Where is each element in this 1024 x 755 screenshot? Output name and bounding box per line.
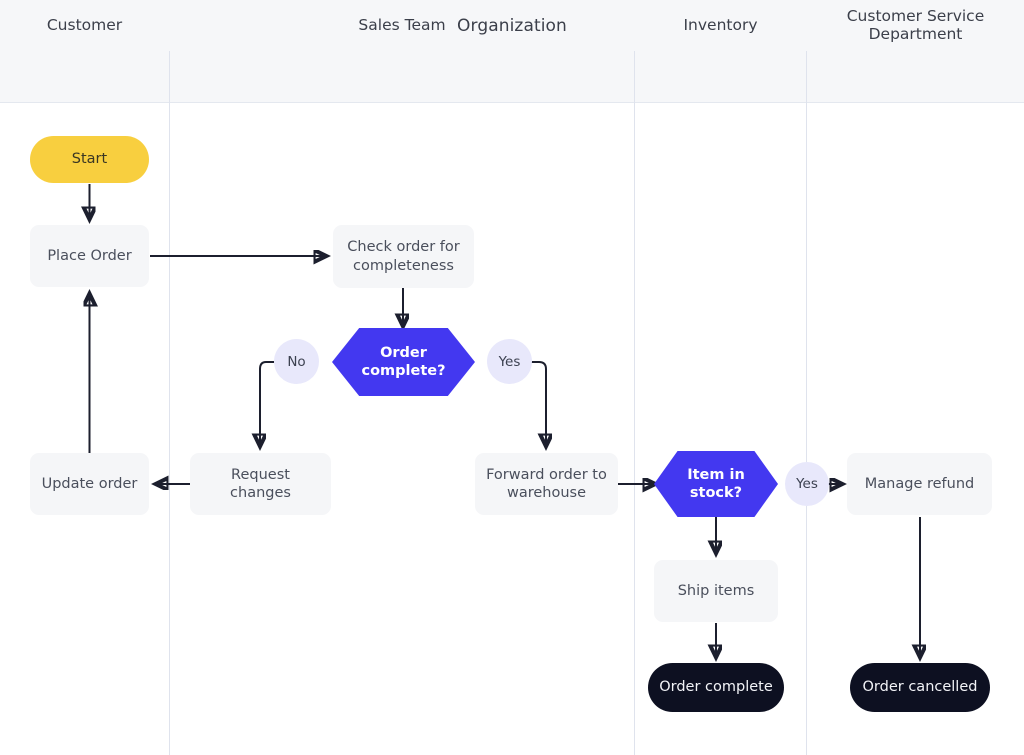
node-ship-items[interactable]: Ship items bbox=[654, 560, 778, 622]
node-order-complete-decision[interactable]: Order complete? bbox=[332, 328, 475, 396]
edge-label-yes-order-complete[interactable]: Yes bbox=[487, 339, 532, 384]
node-place-order[interactable]: Place Order bbox=[30, 225, 149, 287]
node-update-order[interactable]: Update order bbox=[30, 453, 149, 515]
node-forward-order-to-warehouse[interactable]: Forward order to warehouse bbox=[475, 453, 618, 515]
edge-label-no[interactable]: No bbox=[274, 339, 319, 384]
lane-header-customer-service: Customer Service Department bbox=[846, 6, 985, 43]
node-item-in-stock-decision[interactable]: Item in stock? bbox=[654, 451, 778, 517]
lane-divider-1 bbox=[169, 51, 170, 755]
node-check-order-for-completeness[interactable]: Check order for completeness bbox=[333, 225, 474, 288]
node-order-cancelled-end[interactable]: Order cancelled bbox=[850, 663, 990, 712]
lane-header-row bbox=[0, 51, 1024, 103]
lane-header-sales-team: Sales Team bbox=[358, 15, 446, 34]
node-manage-refund[interactable]: Manage refund bbox=[847, 453, 992, 515]
lane-divider-2 bbox=[634, 51, 635, 755]
node-request-changes[interactable]: Request changes bbox=[190, 453, 331, 515]
lane-divider-3 bbox=[806, 51, 807, 755]
edge-no-to-request-changes bbox=[260, 361, 274, 446]
lane-header-customer: Customer bbox=[46, 15, 123, 34]
lane-header-inventory: Inventory bbox=[683, 15, 758, 34]
node-order-complete-end[interactable]: Order complete bbox=[648, 663, 784, 712]
edge-yes-to-forward-order bbox=[531, 361, 546, 446]
edge-label-yes-item-in-stock[interactable]: Yes bbox=[785, 462, 829, 506]
node-start[interactable]: Start bbox=[30, 136, 149, 183]
